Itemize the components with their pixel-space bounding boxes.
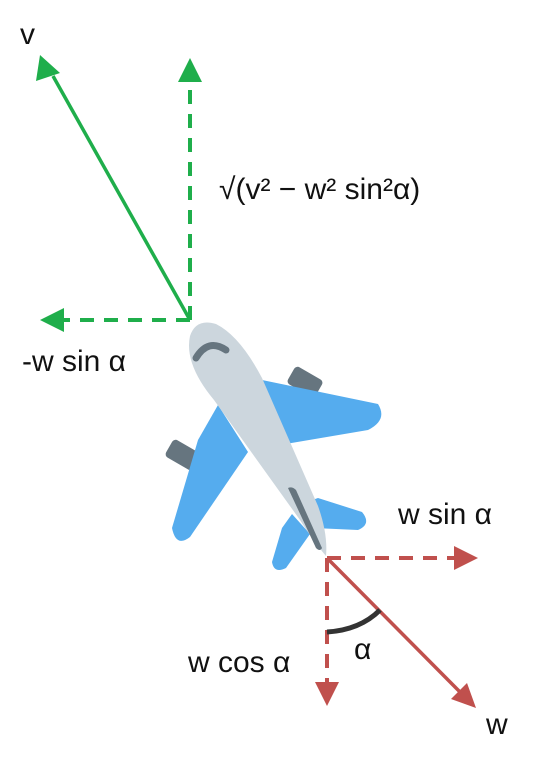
w-vertical-component-label: w cos α	[188, 646, 291, 679]
airplane-tail-left	[272, 514, 310, 570]
airplane-fuselage	[189, 322, 327, 556]
airplane-tail-fin	[288, 487, 322, 550]
w-horizontal-component-arrowhead	[454, 546, 478, 570]
airplane-icon	[165, 322, 382, 570]
w-horizontal-component-label: w sin α	[398, 498, 493, 531]
angle-label: α	[354, 633, 372, 666]
v-vertical-component-label: √(v² − w² sin²α)	[219, 173, 421, 206]
v-vector-label: v	[20, 18, 35, 51]
v-vector-line	[51, 75, 192, 321]
angle-arc	[326, 608, 382, 635]
wind-vectors	[315, 546, 478, 708]
v-vertical-component-arrowhead	[178, 58, 202, 82]
v-horizontal-component-arrowhead	[40, 308, 64, 332]
w-vertical-component-arrowhead	[315, 682, 339, 706]
w-vector-label: w	[486, 708, 508, 741]
airplane-engine-right	[287, 366, 323, 398]
w-vector-line	[325, 556, 462, 694]
airplane-window	[192, 342, 230, 362]
v-horizontal-component-label: -w sin α	[22, 345, 127, 378]
airspeed-vectors	[36, 55, 202, 332]
w-vector-arrowhead	[451, 683, 476, 708]
airplane-wing-left	[172, 405, 248, 541]
v-vector-arrowhead	[36, 55, 60, 81]
